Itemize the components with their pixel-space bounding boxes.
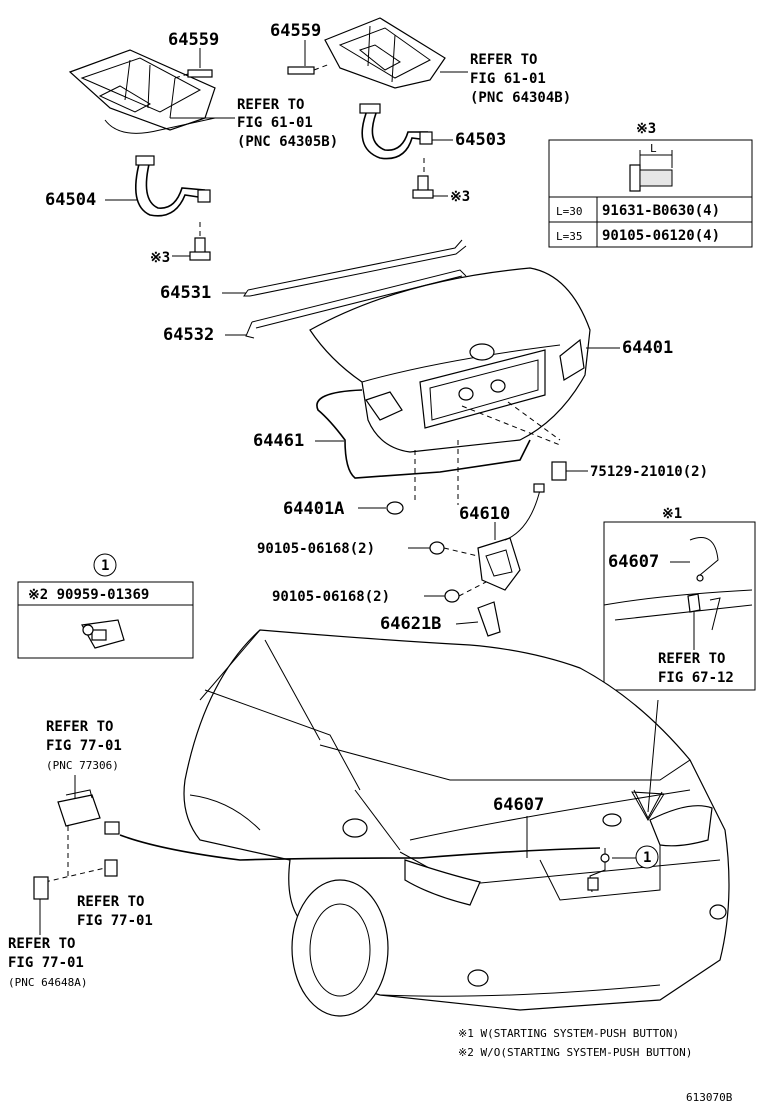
label-64532: 64532 <box>163 325 214 345</box>
ref-fig77-bottom-line2: FIG 77-01 <box>8 955 84 971</box>
label-mark3-left: ※3 <box>150 250 170 266</box>
striker-64621B <box>477 601 501 637</box>
label-90105-a: 90105-06168(2) <box>257 541 375 557</box>
label-64504: 64504 <box>45 190 96 210</box>
bolt-row-1-part: 91631-B0630(4) <box>602 203 720 219</box>
label-90105-b: 90105-06168(2) <box>272 589 390 605</box>
torsion-bar-64531 <box>243 239 467 297</box>
bolt-row-2-length: L=35 <box>556 230 583 243</box>
ref-fig61-right-line1: REFER TO <box>470 52 537 68</box>
label-64610: 64610 <box>459 504 510 524</box>
left-hinge-bracket <box>68 49 216 134</box>
hinge-arm-64504 <box>134 155 211 217</box>
bolt-90105-b <box>444 589 460 603</box>
label-mark3-right: ※3 <box>450 189 470 205</box>
inset-box <box>603 521 756 691</box>
ref-fig61-right-line2: FIG 61-01 <box>470 71 546 87</box>
ref-fig61-right-line3: (PNC 64304B) <box>470 90 571 106</box>
ref-fig77-top-line1: REFER TO <box>46 719 113 735</box>
right-hinge-bracket <box>324 17 446 89</box>
trunk-lid-64401 <box>309 267 591 453</box>
ref-fig77-bottom-line3: (PNC 64648A) <box>8 976 87 989</box>
bumper-64401A <box>386 501 404 515</box>
bolt-64559-left <box>174 69 213 79</box>
bolt-table-dim: L <box>650 142 657 155</box>
footnote-2: ※2 W/O(STARTING SYSTEM-PUSH BUTTON) <box>458 1046 692 1059</box>
callout-box-marker-circle <box>93 553 117 577</box>
bolt-64559-right <box>287 63 331 75</box>
callout-marker-main-circle <box>635 845 659 869</box>
label-64401A: 64401A <box>283 499 344 519</box>
label-75129: 75129-21010(2) <box>590 464 708 480</box>
label-64559-right: 64559 <box>270 21 321 41</box>
bolt-right-mark3 <box>412 158 434 199</box>
footnote-1: ※1 W(STARTING SYSTEM-PUSH BUTTON) <box>458 1027 679 1040</box>
callout-box <box>17 581 194 659</box>
weatherstrip-64461 <box>316 389 531 479</box>
label-64401: 64401 <box>622 338 673 358</box>
ref-fig77-top-line3: (PNC 77306) <box>46 759 119 772</box>
ref-fig61-left-line1: REFER TO <box>237 97 304 113</box>
ref-fig77-bottom-line1: REFER TO <box>8 936 75 952</box>
ref-fig77-mid-line2: FIG 77-01 <box>77 913 153 929</box>
bolt-table-header: ※3 <box>636 121 656 137</box>
lock-64610 <box>477 483 545 591</box>
label-64503: 64503 <box>455 130 506 150</box>
hinge-arm-64503 <box>359 103 433 160</box>
callout-box-part: ※2 90959-01369 <box>28 587 149 603</box>
label-64607-inset: 64607 <box>608 552 659 572</box>
bolt-table: ※3 L L=30 91631-B0630(4) L=35 90105-0612… <box>548 121 753 248</box>
ref-fig67-line1: REFER TO <box>658 651 725 667</box>
switch-bezel <box>33 876 49 900</box>
bolt-row-2-part: 90105-06120(4) <box>602 228 720 244</box>
label-64531: 64531 <box>160 283 211 303</box>
bolt-left-mark3 <box>189 222 211 261</box>
inset-marker: ※1 <box>662 506 682 522</box>
label-64607-main: 64607 <box>493 795 544 815</box>
label-64461: 64461 <box>253 431 304 451</box>
ref-fig61-left-line2: FIG 61-01 <box>237 115 313 131</box>
callout-box-marker: 1 <box>101 558 109 574</box>
figure-code: 613070B <box>686 1091 733 1104</box>
label-64621B: 64621B <box>380 614 441 634</box>
ref-fig67-line2: FIG 67-12 <box>658 670 734 686</box>
callout-marker-main: 1 <box>643 850 651 866</box>
bolt-90105-a <box>429 541 445 555</box>
inset-drawing <box>603 537 753 650</box>
connector-clip-icon <box>81 619 125 649</box>
bolt-row-1-length: L=30 <box>556 205 583 218</box>
ref-fig61-left-line3: (PNC 64305B) <box>237 134 338 150</box>
ref-fig77-top-line2: FIG 77-01 <box>46 738 122 754</box>
plate-75129 <box>551 461 567 481</box>
ref-fig77-mid-line1: REFER TO <box>77 894 144 910</box>
release-cable-64607 <box>119 834 601 861</box>
car-body <box>183 629 730 1017</box>
label-64559-left: 64559 <box>168 30 219 50</box>
opener-switch <box>57 789 120 877</box>
